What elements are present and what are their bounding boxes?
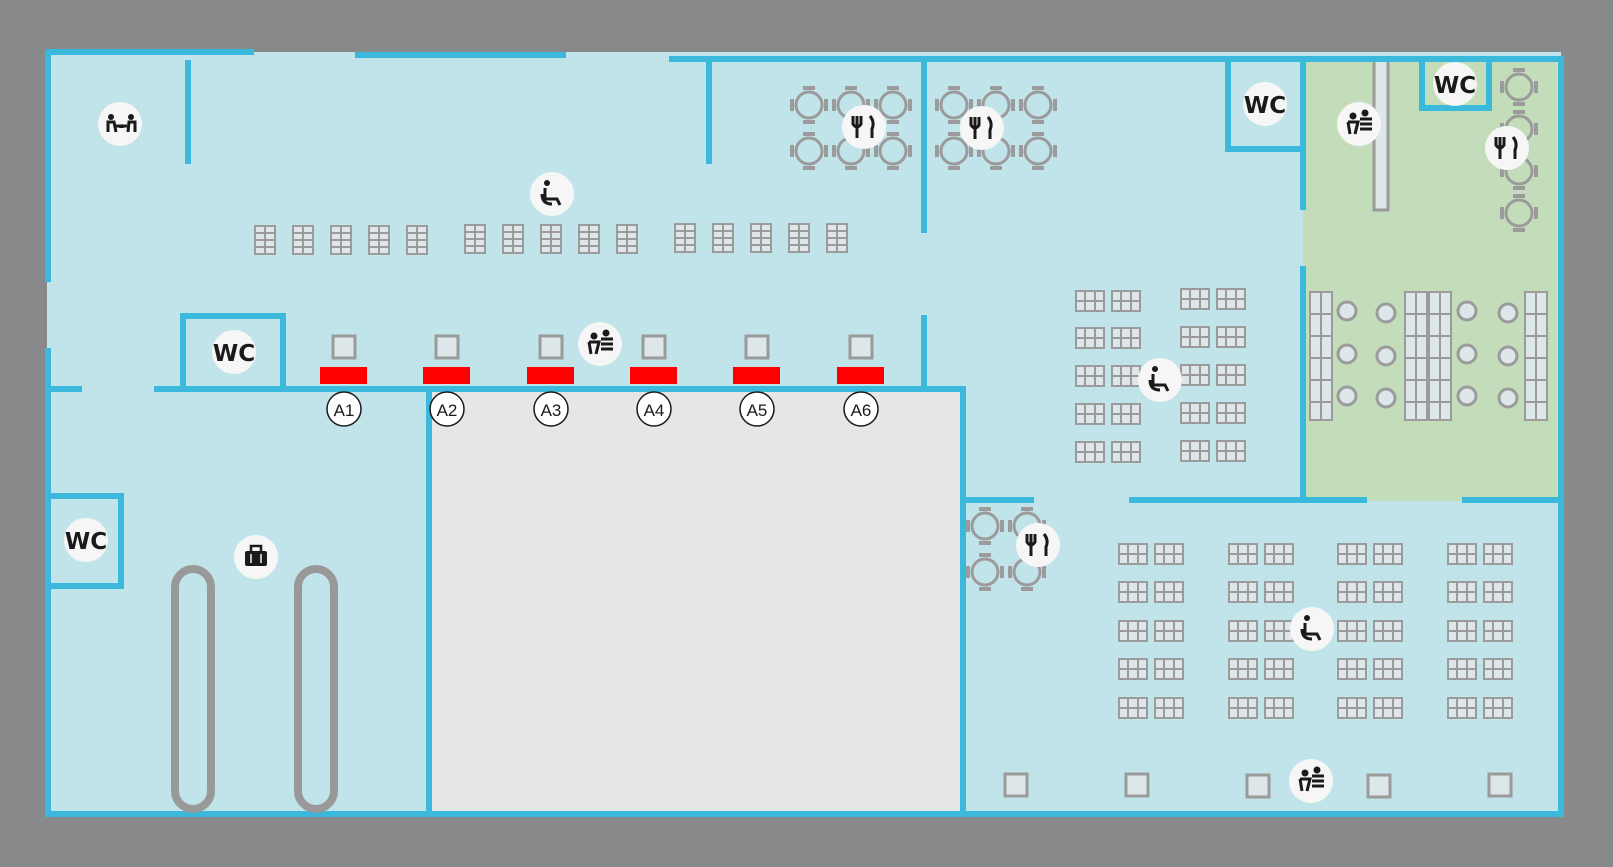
gate-counters — [320, 367, 884, 384]
wc-marker[interactable]: WC — [1243, 82, 1287, 126]
gate-label: A3 — [541, 401, 562, 420]
info-desk-icon[interactable] — [578, 322, 622, 366]
wc-label: WC — [213, 341, 255, 367]
wc-label: WC — [1434, 73, 1476, 99]
restaurant-icon[interactable] — [960, 106, 1004, 150]
gate-A1[interactable]: A1 — [326, 391, 362, 427]
wc-label: WC — [1244, 93, 1286, 119]
wc-marker[interactable]: WC — [212, 330, 256, 374]
gate-label: A1 — [334, 401, 355, 420]
wc-label: WC — [65, 529, 107, 555]
baggage-carousel — [294, 565, 338, 813]
gate-A5[interactable]: A5 — [739, 391, 775, 427]
restricted-area — [429, 390, 963, 814]
seating-icon[interactable] — [530, 172, 574, 216]
wc-marker[interactable]: WC — [1433, 62, 1477, 106]
baggage-icon[interactable] — [234, 535, 278, 579]
seating-icon[interactable] — [1290, 607, 1334, 651]
info-desk-icon[interactable] — [1289, 759, 1333, 803]
gate-label: A2 — [437, 401, 458, 420]
kiosks — [1003, 772, 1513, 799]
family-icon[interactable] — [98, 102, 142, 146]
gate-A6[interactable]: A6 — [843, 391, 879, 427]
gate-label: A4 — [644, 401, 665, 420]
baggage-carousel — [171, 565, 215, 813]
gate-A2[interactable]: A2 — [429, 391, 465, 427]
seating-icon[interactable] — [1138, 358, 1182, 402]
wc-marker[interactable]: WC — [64, 518, 108, 562]
lounge-furniture — [1309, 291, 1548, 421]
restaurant-icon[interactable] — [1485, 126, 1529, 170]
walls — [45, 49, 1564, 817]
restaurant-icon[interactable] — [842, 105, 886, 149]
info-desk-icon[interactable] — [1337, 102, 1381, 146]
gate-podiums — [331, 334, 874, 360]
gate-label: A5 — [747, 401, 768, 420]
waiting-seats-upper — [254, 223, 848, 255]
gate-A3[interactable]: A3 — [533, 391, 569, 427]
gate-label: A6 — [851, 401, 872, 420]
gate-A4[interactable]: A4 — [636, 391, 672, 427]
restaurant-icon[interactable] — [1016, 523, 1060, 567]
